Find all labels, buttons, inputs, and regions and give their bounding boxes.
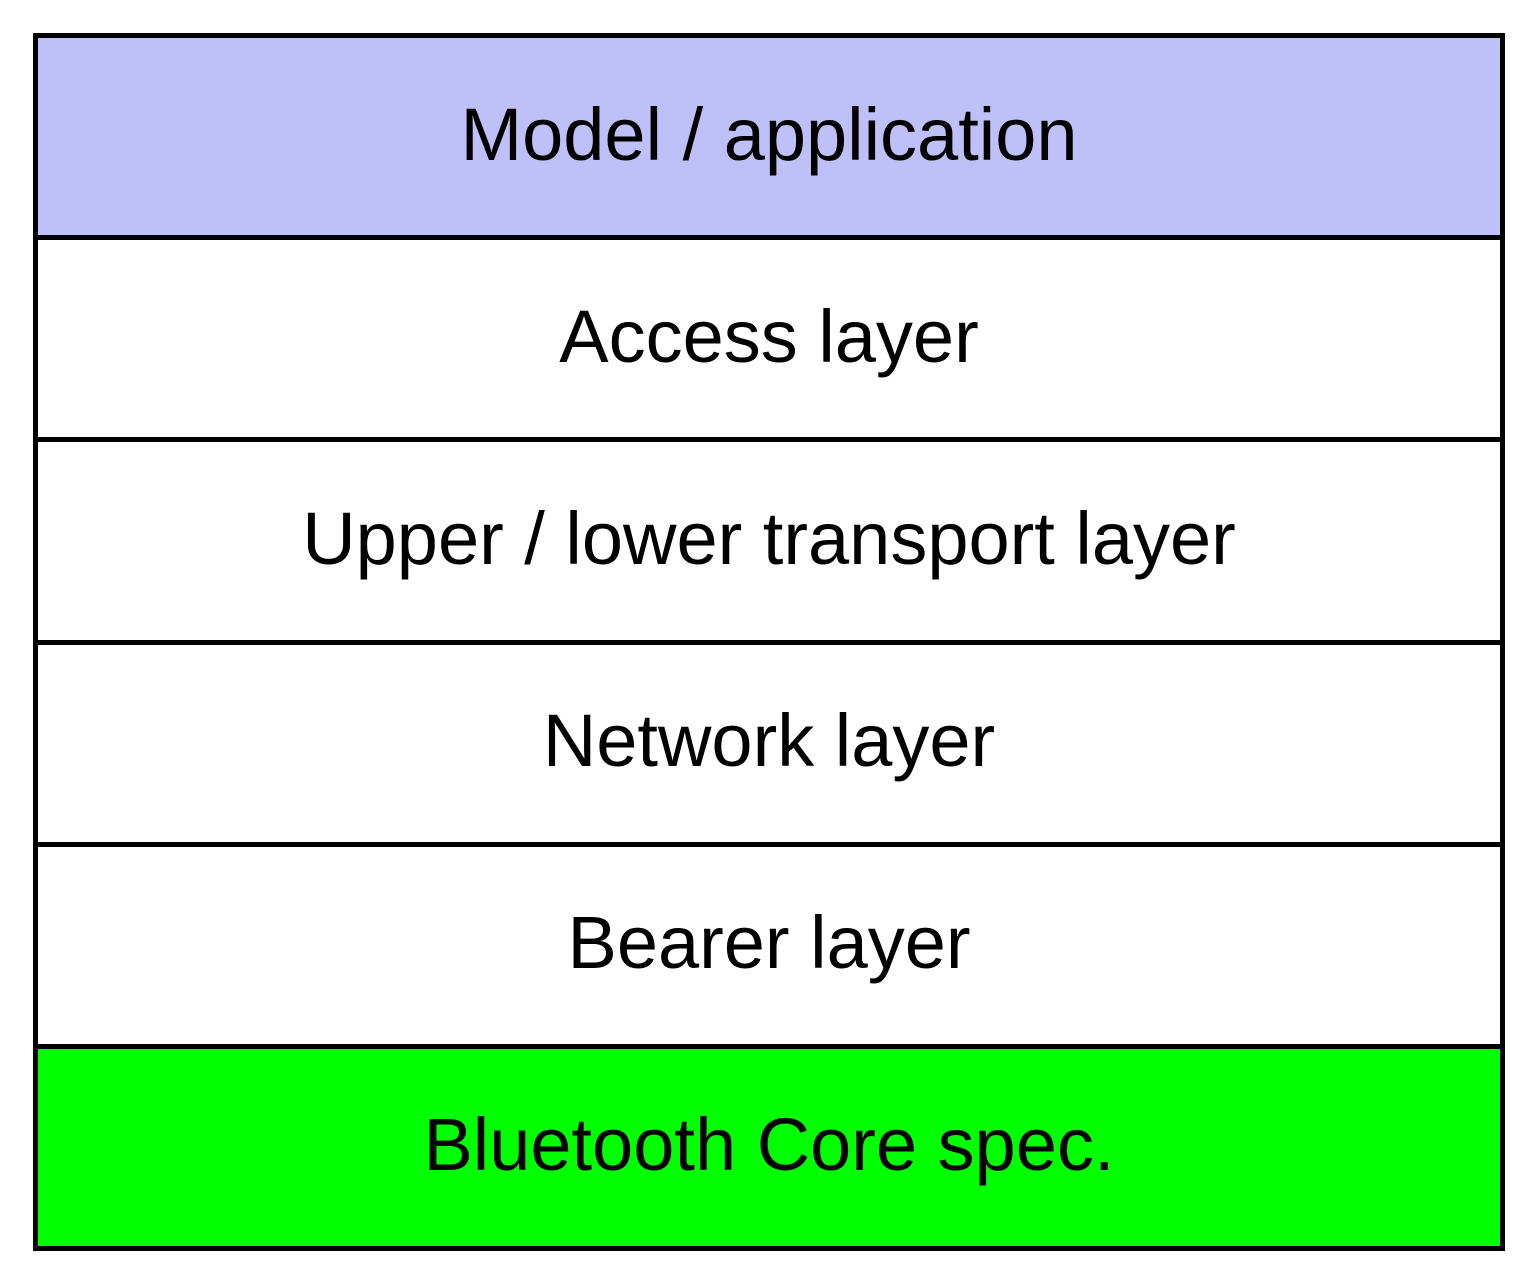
layer-row-bearer-layer: Bearer layer: [38, 846, 1500, 1049]
layer-row-access-layer: Access layer: [38, 240, 1500, 443]
protocol-stack-diagram: Model / application Access layer Upper /…: [33, 33, 1505, 1251]
layer-row-network-layer: Network layer: [38, 644, 1500, 847]
layer-label-bearer-layer: Bearer layer: [567, 901, 971, 985]
layer-label-access-layer: Access layer: [559, 294, 979, 378]
layer-label-bluetooth-core-spec: Bluetooth Core spec.: [423, 1103, 1115, 1187]
layer-row-model-application: Model / application: [38, 38, 1500, 241]
layer-row-transport-layer: Upper / lower transport layer: [38, 442, 1500, 645]
layer-label-model-application: Model / application: [460, 92, 1078, 176]
layer-row-bluetooth-core-spec: Bluetooth Core spec.: [38, 1048, 1500, 1247]
layer-label-transport-layer: Upper / lower transport layer: [302, 496, 1236, 580]
layer-label-network-layer: Network layer: [542, 699, 996, 783]
